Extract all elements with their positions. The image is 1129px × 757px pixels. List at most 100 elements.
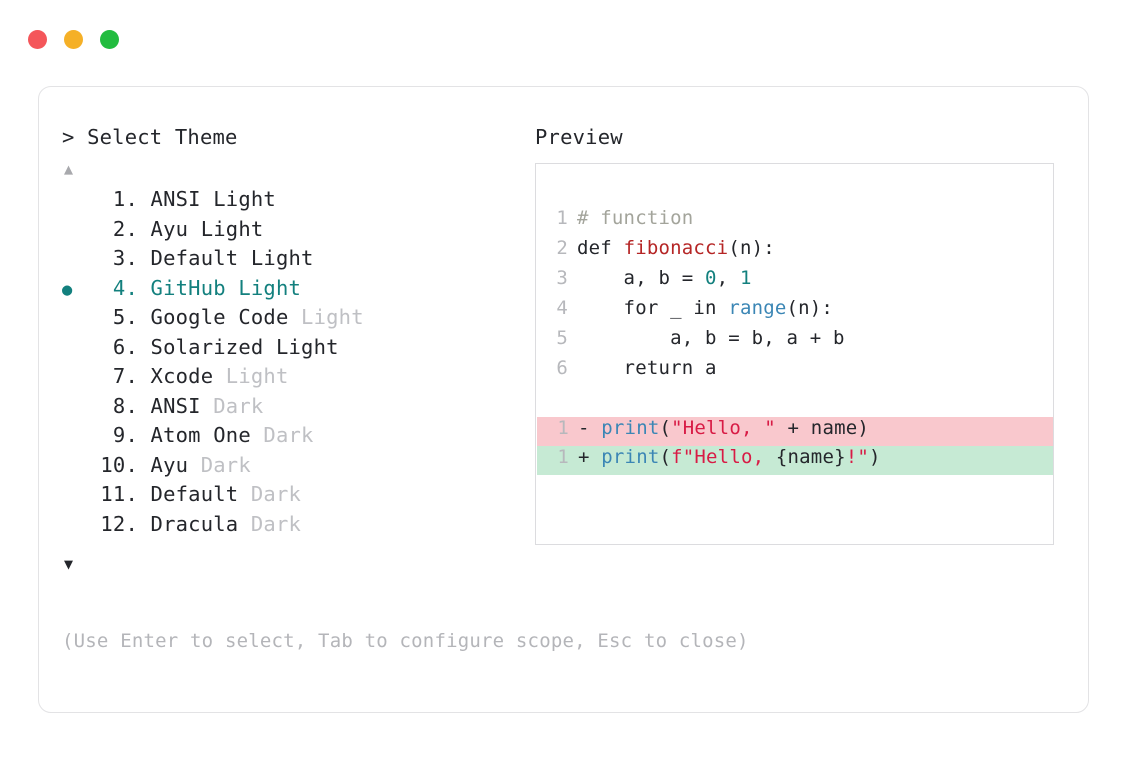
- code-token: 0: [705, 267, 717, 289]
- scroll-down-icon[interactable]: ▼: [64, 555, 74, 573]
- theme-index: 10.: [100, 452, 138, 477]
- theme-list-item[interactable]: 2. Ayu Light: [62, 217, 532, 247]
- code-line-content: return a: [577, 357, 717, 379]
- code-line: 1# function: [536, 207, 1053, 237]
- scroll-up-icon[interactable]: ▲: [64, 160, 74, 178]
- code-line-content: def fibonacci(n):: [577, 237, 775, 259]
- theme-variant: Dark: [263, 423, 314, 447]
- code-token: f"Hello,: [671, 446, 776, 468]
- theme-variant: Light: [213, 187, 276, 211]
- code-line-content: a, b = b, a + b: [577, 327, 845, 349]
- code-token: return a: [577, 357, 717, 379]
- theme-list-item[interactable]: 8. ANSI Dark: [62, 394, 532, 424]
- theme-list-item[interactable]: 6. Solarized Light: [62, 335, 532, 365]
- diff-added-line: 1+ print(f"Hello, {name}!"): [537, 446, 1053, 475]
- theme-variant: Light: [301, 305, 364, 329]
- theme-variant: Dark: [213, 393, 264, 418]
- theme-list-item[interactable]: 5. Google Code Light: [62, 305, 532, 335]
- theme-name: Atom One: [138, 423, 264, 447]
- diff-sign: +: [578, 446, 602, 468]
- code-line: 3 a, b = 0, 1: [536, 267, 1053, 297]
- theme-name: Default: [138, 246, 251, 270]
- code-token: fibonacci: [623, 237, 729, 259]
- code-token: + name): [775, 417, 870, 439]
- code-token: ): [869, 446, 881, 468]
- code-token: def: [577, 237, 624, 259]
- code-token: (n):: [786, 297, 834, 319]
- window-titlebar: [28, 30, 119, 49]
- code-token: "Hello, ": [671, 417, 776, 439]
- line-number: 4: [556, 297, 568, 319]
- code-token: for _ in: [577, 297, 729, 319]
- code-token: (n):: [728, 237, 775, 259]
- diff-sign: -: [578, 417, 602, 439]
- theme-list-item[interactable]: ●4. GitHub Light: [62, 276, 532, 306]
- theme-index: 3.: [112, 246, 138, 270]
- theme-list-item[interactable]: 11. Default Dark: [62, 482, 532, 512]
- theme-name: Dracula: [138, 511, 251, 536]
- theme-list-item[interactable]: 3. Default Light: [62, 246, 532, 276]
- code-line-content: a, b = 0, 1: [577, 267, 752, 289]
- code-token: print: [601, 417, 660, 439]
- theme-name: ANSI: [138, 393, 214, 418]
- line-number: 6: [556, 357, 568, 379]
- line-number: 3: [556, 267, 568, 289]
- code-line: 5 a, b = b, a + b: [536, 327, 1053, 357]
- theme-name: GitHub: [138, 275, 239, 300]
- code-token: a, b = b, a + b: [577, 327, 845, 349]
- code-token: (: [659, 417, 672, 439]
- diff-removed-line: 1- print("Hello, " + name): [537, 417, 1053, 446]
- theme-name: ANSI: [138, 187, 214, 211]
- code-line-content: print(f"Hello, {name}!"): [601, 446, 886, 468]
- theme-list-item[interactable]: 1. ANSI Light: [62, 187, 532, 217]
- close-button[interactable]: [28, 30, 47, 49]
- theme-name: Solarized: [138, 334, 276, 359]
- theme-list-item[interactable]: 7. Xcode Light: [62, 364, 532, 394]
- code-token: print: [601, 446, 660, 468]
- theme-index: 2.: [112, 216, 138, 241]
- line-number: 1: [557, 417, 569, 439]
- minimize-button[interactable]: [64, 30, 83, 49]
- code-token: a, b =: [577, 267, 706, 289]
- theme-variant: Light: [250, 246, 314, 270]
- line-number: 5: [556, 327, 568, 349]
- theme-index: 5.: [112, 305, 138, 329]
- code-token: !": [845, 446, 870, 468]
- theme-index: 9.: [112, 423, 138, 447]
- theme-list-item[interactable]: 12. Dracula Dark: [62, 512, 532, 542]
- maximize-button[interactable]: [100, 30, 119, 49]
- theme-list-item[interactable]: 9. Atom One Dark: [62, 423, 532, 453]
- theme-name: Xcode: [138, 364, 226, 388]
- code-token: # function: [577, 207, 694, 229]
- selection-bullet-icon: ●: [62, 279, 73, 300]
- theme-name: Google Code: [138, 305, 302, 329]
- theme-variant: Dark: [200, 452, 251, 477]
- theme-name: Ayu: [138, 216, 201, 241]
- theme-index: 12.: [100, 511, 138, 536]
- line-number: 2: [556, 237, 568, 259]
- code-line-content: print("Hello, " + name): [601, 417, 875, 439]
- diff-block: 1- print("Hello, " + name)1+ print(f"Hel…: [536, 417, 1053, 475]
- theme-list-item[interactable]: 10. Ayu Dark: [62, 453, 532, 483]
- theme-index: 1.: [112, 187, 138, 211]
- theme-index: 8.: [112, 393, 138, 418]
- theme-name: Ayu: [138, 452, 201, 477]
- code-token: ,: [716, 267, 740, 289]
- theme-variant: Light: [200, 216, 264, 241]
- theme-index: 6.: [112, 334, 138, 359]
- theme-variant: Dark: [250, 511, 302, 536]
- theme-variant: Light: [275, 334, 339, 359]
- theme-index: 7.: [112, 364, 138, 388]
- keyboard-hint: (Use Enter to select, Tab to configure s…: [62, 630, 749, 652]
- code-token: (: [659, 446, 672, 468]
- theme-name: Default: [138, 482, 251, 506]
- prompt-label: > Select Theme: [62, 125, 238, 149]
- theme-variant: Light: [238, 275, 302, 300]
- preview-label: Preview: [535, 125, 623, 149]
